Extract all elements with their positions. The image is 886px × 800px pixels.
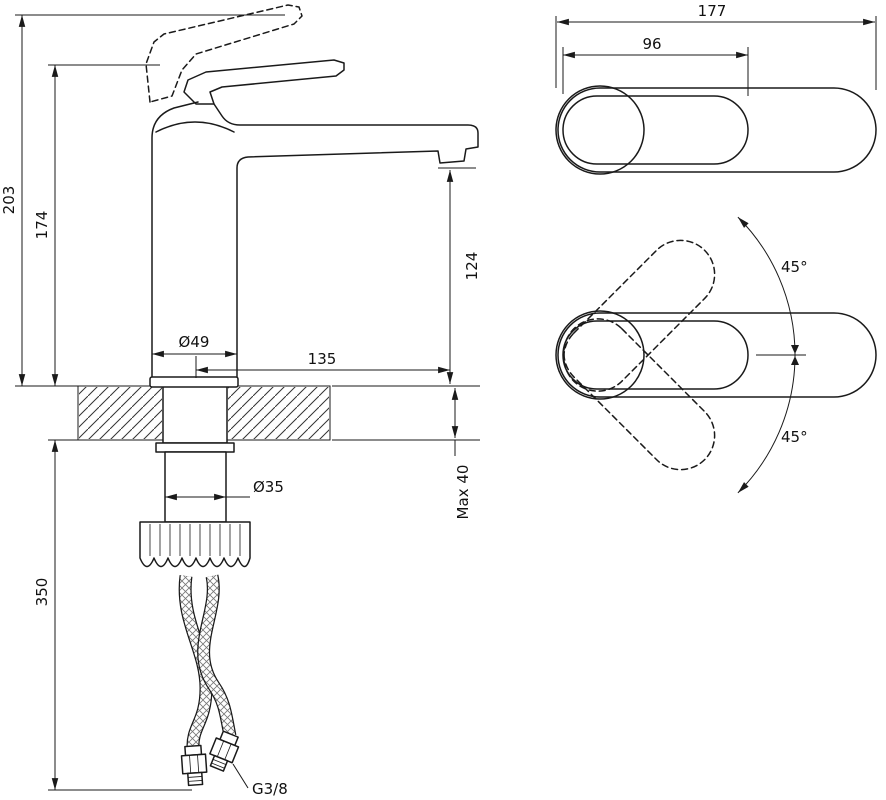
rotation-dimensions <box>737 216 806 494</box>
rotation-view: 45° 45° <box>555 216 877 494</box>
supply-hoses <box>178 574 237 749</box>
top-view-base-circle <box>555 85 645 175</box>
dim-angle-down: 45° <box>781 428 808 446</box>
mounting-hardware <box>139 442 251 787</box>
threaded-shaft <box>164 451 227 523</box>
thread-leader-line <box>232 763 249 789</box>
rotation-body-outline <box>557 312 877 398</box>
rotation-base-circle <box>555 310 645 400</box>
dim-spout-reach: 135 <box>308 350 337 368</box>
mounting-nut <box>139 521 251 568</box>
dim-shaft-diameter: Ø35 <box>253 478 284 496</box>
hose-fitting-left <box>180 744 208 787</box>
dim-hose-length: 350 <box>33 578 51 607</box>
faucet-body-outline <box>151 101 479 379</box>
dim-thread-size: G3/8 <box>252 780 288 798</box>
rotation-handle-center <box>562 320 749 390</box>
dim-spout-height: 124 <box>463 252 481 281</box>
rotation-handle-down-dashed <box>563 318 716 471</box>
handle-raised-dashed-outline <box>145 4 303 103</box>
dim-total-length: 177 <box>698 2 727 20</box>
top-view-body-outline <box>557 87 877 173</box>
hose-fitting-right <box>209 730 240 772</box>
top-view: 177 96 <box>555 2 877 175</box>
base-flange <box>149 376 239 388</box>
dim-angle-up: 45° <box>781 258 808 276</box>
dim-base-diameter: Ø49 <box>179 333 210 351</box>
side-view-dimensions <box>15 14 480 791</box>
dim-deck-thickness: Max 40 <box>454 465 472 520</box>
washer <box>155 442 235 453</box>
dim-height-to-handle: 174 <box>33 211 51 240</box>
side-view: 203 174 124 135 Ø49 Ø35 Max 40 350 G3/8 <box>0 4 481 798</box>
top-view-dimensions <box>555 16 877 96</box>
dim-height-total: 203 <box>0 186 18 215</box>
shaft-through-deck <box>162 385 228 444</box>
dim-handle-length: 96 <box>642 35 661 53</box>
rotation-handle-up-dashed <box>563 239 716 392</box>
handle-lever-outline <box>183 59 345 105</box>
top-view-handle-outline <box>562 95 749 165</box>
countertop <box>77 385 331 444</box>
